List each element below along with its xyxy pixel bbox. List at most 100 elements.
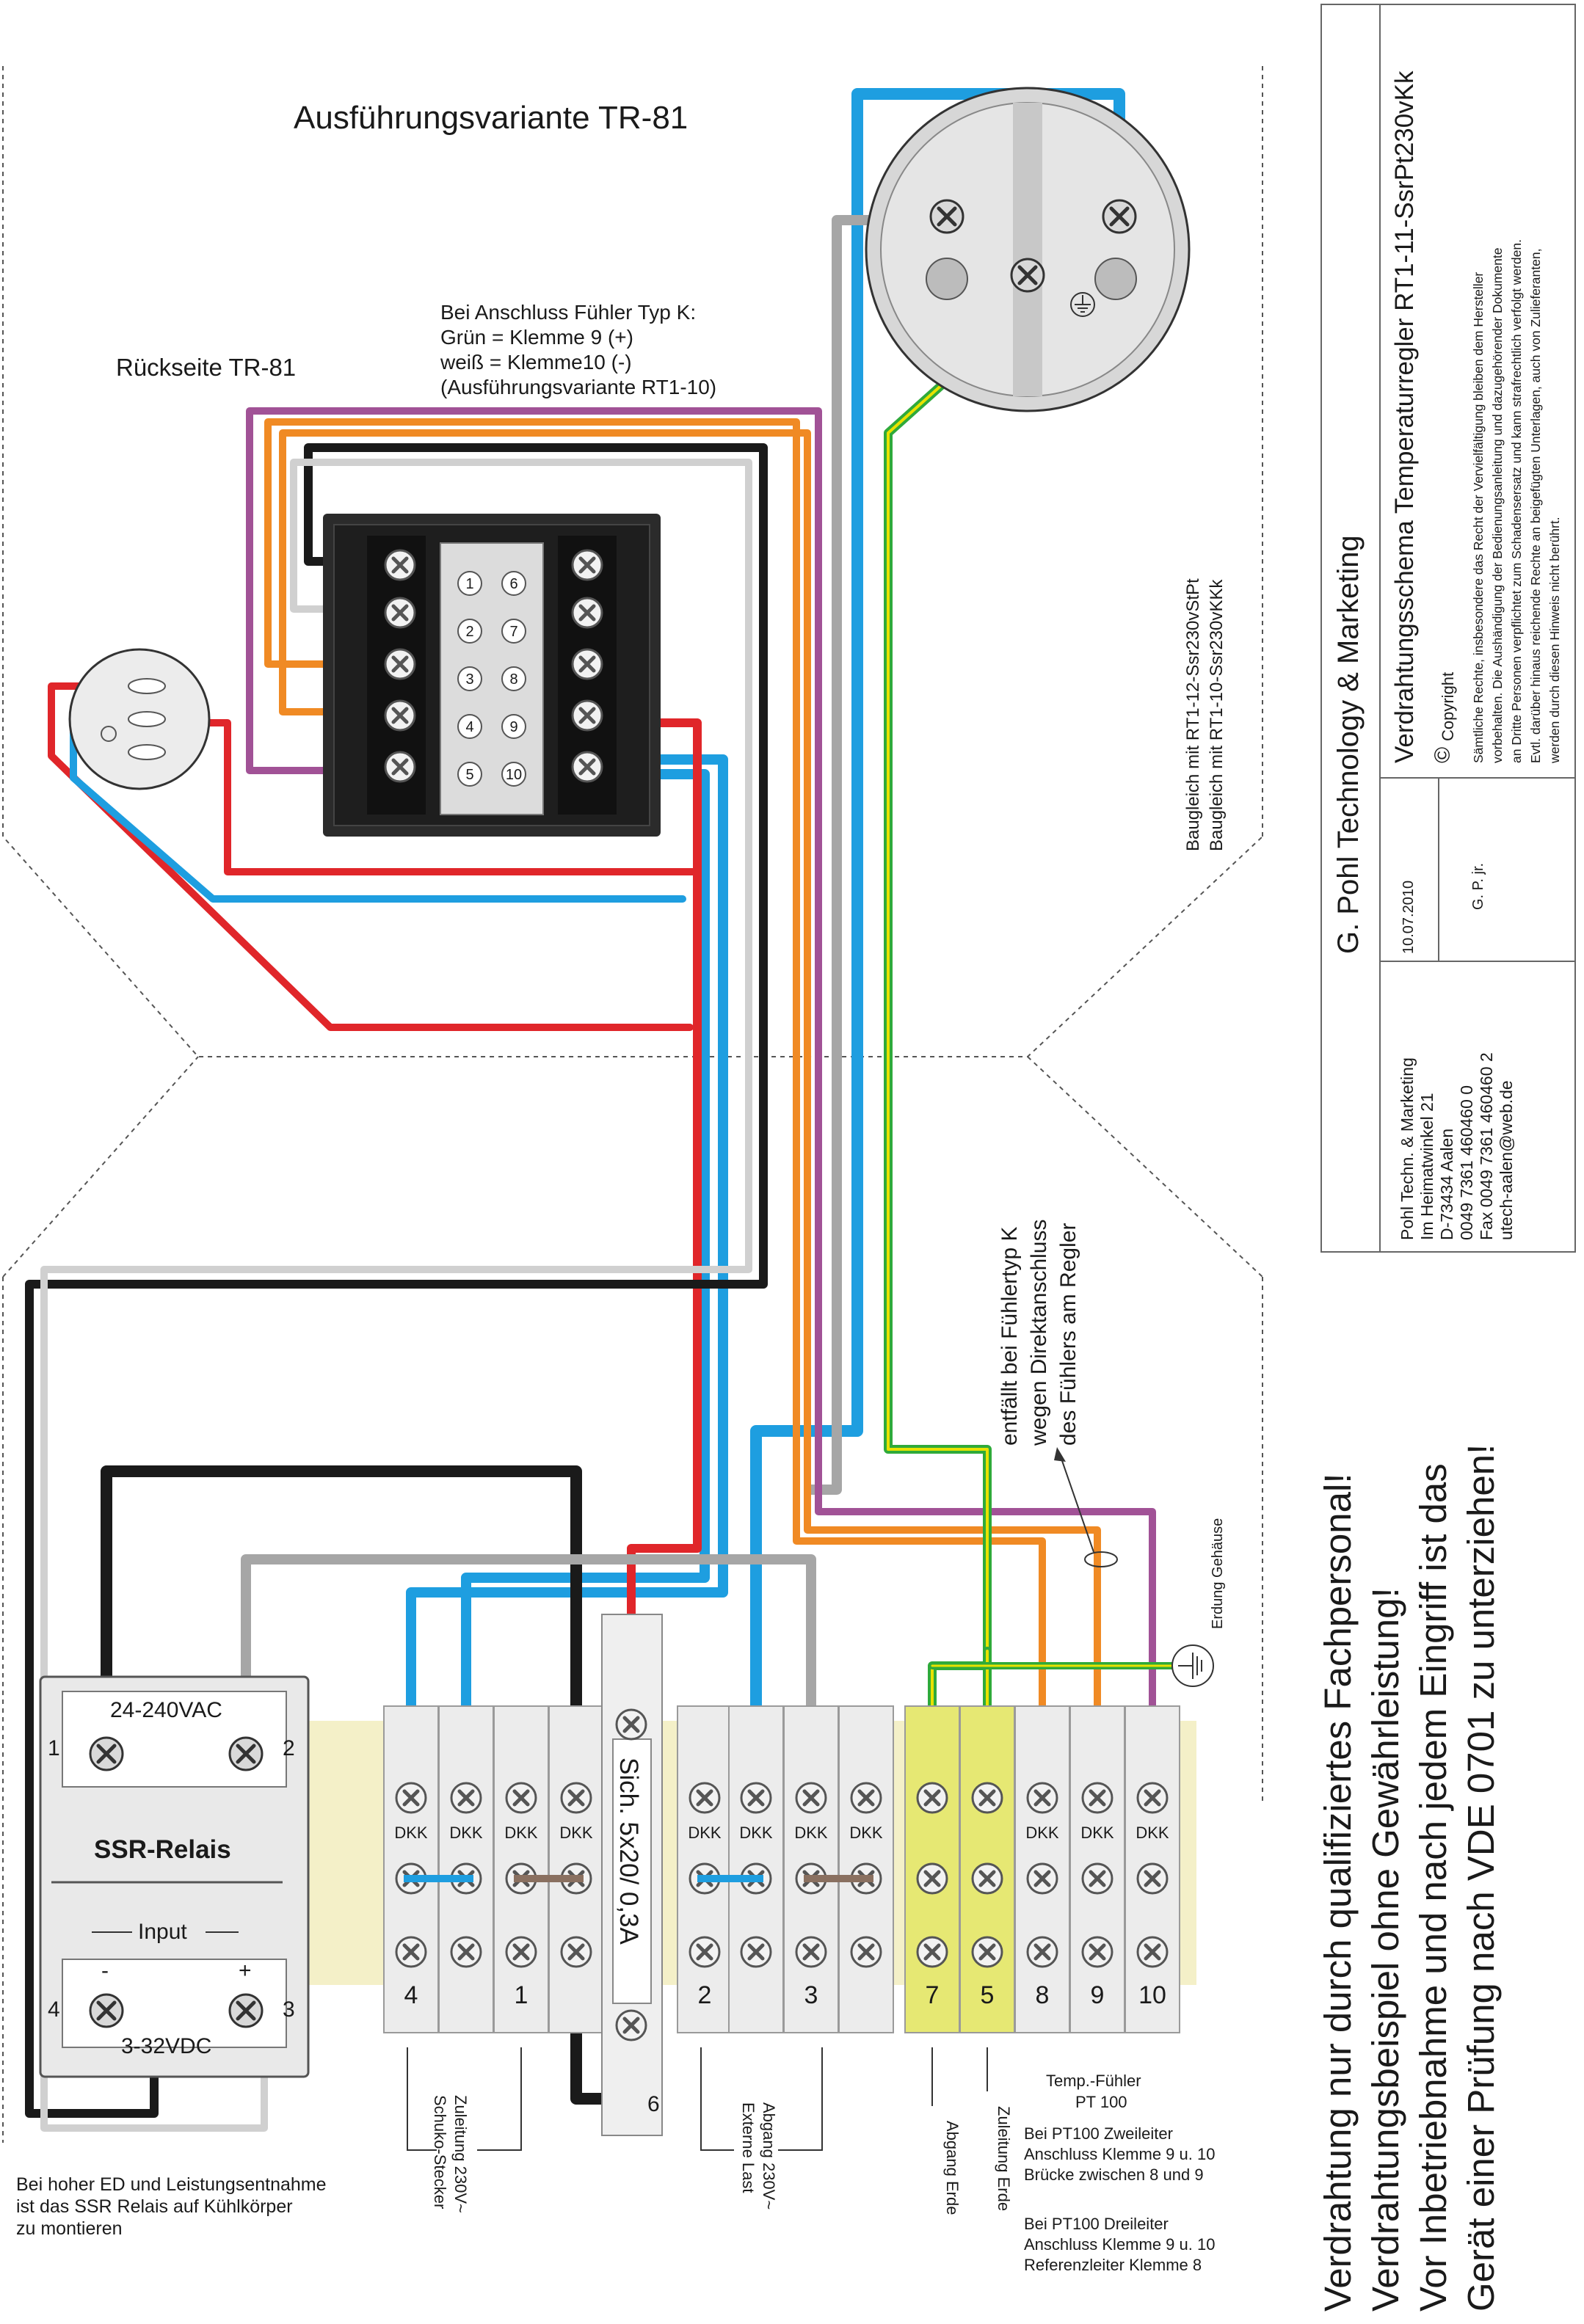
ssr-input-label: Input [138, 1920, 187, 1944]
ssr-dc-label: 3-32VDC [121, 2034, 211, 2058]
terminal-number: 10 [1138, 1981, 1166, 2009]
ssr-minus: - [101, 1959, 109, 1983]
terminal-number: 5 [981, 1981, 995, 2009]
controller-terminal-8: 8 [509, 671, 517, 688]
dashed-borders [2, 66, 1263, 2143]
terminal-number: 7 [926, 1981, 940, 2009]
svg-text:D-73434 Aalen: D-73434 Aalen [1437, 1129, 1456, 1240]
svg-text:Zuleitung Erde: Zuleitung Erde [995, 2106, 1013, 2211]
terminal-top-label: DKK [394, 1824, 428, 1842]
svg-text:Sämtliche Rechte, insbesondere: Sämtliche Rechte, insbesondere das Recht… [1471, 272, 1486, 763]
entfaellt-note: entfällt bei Fühlertyp K wegen Direktans… [998, 1220, 1118, 1567]
ssr-plus: + [239, 1959, 252, 1983]
controller-terminal-6: 6 [509, 576, 517, 592]
controller-terminal-9: 9 [509, 719, 517, 735]
terminal-block: 5 [959, 1705, 1015, 2033]
baugleich-note: Baugleich mit RT1-12-Ssr230vStPt Bauglei… [1183, 578, 1227, 851]
svg-text:Externe Last: Externe Last [739, 2102, 758, 2193]
svg-text:vorbehalten. Die Aushändigung: vorbehalten. Die Aushändigung der Bedien… [1490, 248, 1505, 763]
terminal-top-label: DKK [849, 1824, 883, 1842]
svg-text:Anschluss Klemme 9 u. 10: Anschluss Klemme 9 u. 10 [1024, 2145, 1215, 2163]
svg-text:Schuko-Stecker: Schuko-Stecker [431, 2095, 449, 2209]
terminal-top-label: DKK [794, 1824, 828, 1842]
terminal-number: 1 [515, 1981, 528, 2009]
title-block: G. Pohl Technology & Marketing Verdrahtu… [1320, 4, 1576, 1253]
terminal-number: 9 [1091, 1981, 1105, 2009]
rueckseite-label: Rückseite TR-81 [116, 354, 296, 381]
earth-ground-icon [1171, 1644, 1214, 1687]
terminal-top-label: DKK [688, 1824, 722, 1842]
svg-text:zu montieren: zu montieren [16, 2218, 123, 2239]
doc-title: Verdrahtungsschema Temperaturregler RT1-… [1390, 70, 1419, 763]
terminal-top-label: DKK [1025, 1824, 1059, 1842]
terminal-block: DKK 2 [677, 1705, 733, 2033]
svg-text:Referenzleiter Klemme 8: Referenzleiter Klemme 8 [1024, 2256, 1202, 2274]
bottom-labels: Zuleitung 230V~ Schuko-Stecker Abgang 23… [407, 2047, 1013, 2215]
controller-terminal-10: 10 [506, 767, 522, 783]
svg-text:Abgang 230V~: Abgang 230V~ [760, 2102, 778, 2210]
terminal-top-label: DKK [449, 1824, 483, 1842]
ssr-relay: 24-240VAC SSR-Relais Input 3-32VDC 1 2 3… [39, 1675, 310, 2078]
note-arrow-icon [1060, 1456, 1094, 1553]
svg-text:Brücke zwischen 8 und 9: Brücke zwischen 8 und 9 [1024, 2165, 1204, 2184]
controller-terminal-4: 4 [465, 719, 473, 735]
terminal-block: DKK [438, 1705, 494, 2033]
svg-text:Verdrahtungsbeispiel ohne Gewä: Verdrahtungsbeispiel ohne Gewährleistung… [1365, 1587, 1406, 2312]
svg-text:wegen Direktanschluss: wegen Direktanschluss [1027, 1220, 1051, 1446]
svg-text:Gerät einer Prüfung nach VDE 0: Gerät einer Prüfung nach VDE 0701 zu unt… [1460, 1444, 1502, 2312]
controller-terminal-1: 1 [465, 576, 473, 592]
safety-warning: Verdrahtung nur durch qualifiziertes Fac… [1317, 1444, 1502, 2312]
svg-text:0049 7361 460460 0: 0049 7361 460460 0 [1457, 1085, 1476, 1240]
doc-author: G. P. jr. [1470, 863, 1486, 910]
svg-text:PT 100: PT 100 [1075, 2093, 1127, 2111]
terminal-top-label: DKK [504, 1824, 538, 1842]
controller-terminal-7: 7 [509, 624, 517, 640]
terminal-block: DKK 1 [493, 1705, 549, 2033]
ssr-pin-3: 3 [283, 1997, 295, 2022]
erdung-label: Erdung Gehäuse [1210, 1518, 1226, 1629]
svg-text:Bei PT100 Dreileiter: Bei PT100 Dreileiter [1024, 2215, 1169, 2233]
terminal-number: 2 [698, 1981, 712, 2009]
svg-text:Vor Inbetriebnahme und nach je: Vor Inbetriebnahme und nach jedem Eingri… [1412, 1463, 1454, 2312]
svg-text:weiß = Klemme10 (-): weiß = Klemme10 (-) [440, 351, 632, 374]
terminal-top-label: DKK [739, 1824, 773, 1842]
copyright-label: Copyright [1439, 672, 1457, 741]
svg-text:(Ausführungsvariante RT1-10): (Ausführungsvariante RT1-10) [440, 376, 716, 398]
svg-text:Baugleich mit RT1-10-Ssr230vKK: Baugleich mit RT1-10-Ssr230vKKk [1207, 579, 1227, 851]
copyright-symbol-icon: © [1431, 747, 1455, 763]
svg-text:des Fühlers am Regler: des Fühlers am Regler [1056, 1223, 1080, 1446]
round-socket [865, 87, 1191, 412]
svg-text:Evtl. darüber hinaus reichende: Evtl. darüber hinaus reichende Rechte an… [1528, 249, 1543, 763]
terminal-block: 7 [904, 1705, 960, 2033]
small-socket [68, 648, 211, 790]
terminal-number: 4 [404, 1981, 418, 2009]
copyright-text: Sämtliche Rechte, insbesondere das Recht… [1471, 239, 1562, 764]
svg-text:Grün = Klemme 9 (+): Grün = Klemme 9 (+) [440, 326, 633, 349]
svg-text:ist das SSR Relais auf Kühlkör: ist das SSR Relais auf Kühlkörper [16, 2196, 293, 2217]
controller-terminal-5: 5 [465, 767, 473, 783]
svg-text:Pohl Techn. & Marketing: Pohl Techn. & Marketing [1398, 1057, 1417, 1240]
svg-text:Bei hoher ED und Leistungsentn: Bei hoher ED und Leistungsentnahme [16, 2174, 327, 2195]
address-block: Pohl Techn. & Marketing Im Heimatwinkel … [1398, 1052, 1516, 1240]
terminal-top-label: DKK [1136, 1824, 1169, 1842]
terminal-block: DKK [548, 1705, 604, 2033]
ssr-note: Bei hoher ED und Leistungsentnahme ist d… [16, 2174, 327, 2239]
terminal-block: DKK 9 [1069, 1705, 1125, 2033]
controller-terminal-2: 2 [465, 624, 473, 640]
fuse-number: 6 [647, 2092, 660, 2116]
svg-text:Baugleich mit RT1-12-Ssr230vSt: Baugleich mit RT1-12-Ssr230vStPt [1183, 578, 1203, 851]
ssr-pin-1: 1 [48, 1736, 60, 1760]
sensor-note: Bei Anschluss Fühler Typ K: Grün = Klemm… [440, 301, 716, 398]
svg-text:Abgang Erde: Abgang Erde [943, 2121, 962, 2215]
svg-text:utech-aalen@web.de: utech-aalen@web.de [1497, 1080, 1516, 1240]
terminal-block: DKK 4 [383, 1705, 439, 2033]
page-title: Ausführungsvariante TR-81 [294, 100, 688, 136]
svg-text:Temp.-Fühler: Temp.-Fühler [1046, 2072, 1141, 2090]
svg-text:werden durch diesen Hinweis ni: werden durch diesen Hinweis nicht berühr… [1547, 517, 1562, 764]
terminal-top-label: DKK [1080, 1824, 1114, 1842]
svg-text:Verdrahtung nur durch qualifiz: Verdrahtung nur durch qualifiziertes Fac… [1317, 1474, 1359, 2312]
ssr-pin-4: 4 [48, 1997, 60, 2022]
